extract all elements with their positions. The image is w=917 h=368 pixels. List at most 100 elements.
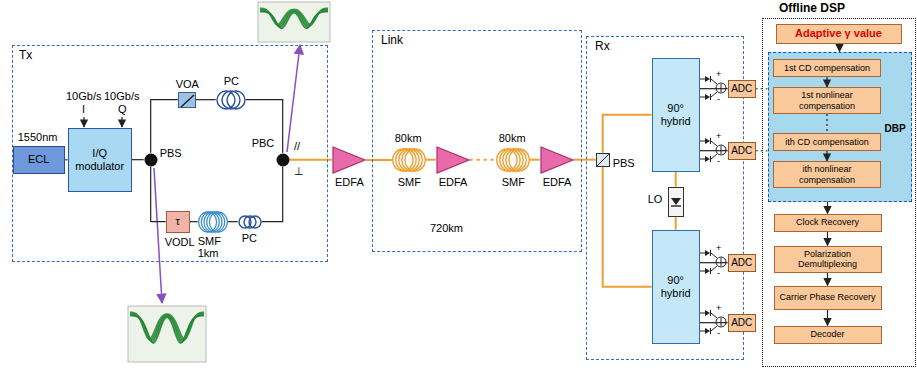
- text-holder: ECL: [14, 147, 64, 173]
- coilo-symbol: [496, 148, 530, 172]
- connector: [700, 150, 728, 151]
- coupler-dot: [144, 153, 157, 166]
- part-label: Link: [381, 34, 403, 48]
- fiber-coil: SMF 1km: [198, 211, 228, 233]
- connector: [839, 44, 840, 52]
- connector: [530, 159, 540, 161]
- laser-diode: [671, 198, 681, 205]
- sum-symbol: [716, 83, 726, 93]
- connector: [700, 322, 728, 323]
- eye-diagram: [258, 2, 330, 42]
- detector-wire: [711, 266, 717, 271]
- connector: [700, 88, 728, 89]
- fiber-winding: [405, 149, 425, 171]
- signal-label: -: [717, 328, 720, 338]
- coil-loop: [249, 216, 261, 228]
- splitter-cube: PBS: [596, 153, 610, 167]
- adc-box: ADC: [728, 314, 756, 332]
- balanced-detector: [700, 76, 726, 100]
- pc-symbol: [216, 90, 246, 110]
- part-label: VOA: [176, 78, 199, 91]
- part-label: Offline DSP: [779, 2, 845, 16]
- connector: [196, 99, 216, 100]
- node-label: τ: [173, 215, 183, 228]
- part-label: 80km: [395, 132, 422, 145]
- part-label: PC: [242, 232, 257, 245]
- adc-box: ADC: [728, 254, 756, 272]
- text-holder: [332, 146, 366, 174]
- node-label: ith nonlinear compensation: [774, 164, 880, 185]
- coil-loop: [227, 91, 245, 109]
- part-label: SMF 1km: [198, 235, 230, 260]
- text-holder: 1st nonlinear compensation: [774, 88, 880, 113]
- detector-wire: [711, 253, 717, 258]
- signal-arrow: [121, 117, 122, 127]
- sum-cross: [721, 84, 722, 92]
- diode-symbol: [668, 187, 684, 217]
- part-label: 80km: [499, 132, 526, 145]
- text-holder: Polarization Demultiplexing: [775, 247, 881, 272]
- detector-wire: [711, 326, 717, 331]
- text-holder: ADC: [729, 255, 755, 271]
- text-holder: ADC: [729, 81, 755, 97]
- cube-outline: [596, 153, 609, 166]
- node-label: ADC: [728, 257, 755, 269]
- photodiode-symbol: [705, 268, 710, 274]
- signal-label: +: [716, 131, 721, 141]
- text-holder: I/Q modulator: [69, 129, 131, 191]
- text-holder: τ: [167, 212, 189, 232]
- text-holder: [238, 215, 262, 229]
- detector-wire: [700, 159, 705, 160]
- connector: [675, 172, 677, 187]
- eye-trace: [130, 316, 204, 344]
- dot-symbol: [276, 153, 290, 167]
- tri-symbol: [436, 146, 470, 174]
- cube-symbol: [596, 153, 610, 167]
- signal-label: -: [717, 268, 720, 278]
- connector: [827, 273, 828, 286]
- text-holder: 90° hybrid: [653, 59, 699, 171]
- connector: [826, 114, 827, 133]
- part-label: Rx: [595, 40, 610, 54]
- photodiode-symbol: [705, 250, 710, 256]
- detector-wire: [711, 79, 717, 84]
- hybrid-box: 90° hybrid: [652, 230, 700, 344]
- coil-loop: [217, 91, 235, 109]
- part-label: PBS: [613, 157, 635, 170]
- part-label: DBP: [885, 123, 906, 135]
- connector: [700, 262, 728, 263]
- tri-symbol: [332, 146, 366, 174]
- connector: [151, 100, 178, 153]
- fiber-span-coil: 80kmSMF: [392, 148, 426, 172]
- detector-wire: [700, 97, 705, 98]
- signal-label: Q: [118, 103, 127, 116]
- dbp-fill: [768, 52, 912, 202]
- delay-line-box: τVODL: [166, 211, 190, 233]
- text-holder: [144, 153, 158, 167]
- text-holder: ith CD compensation: [774, 134, 880, 150]
- dot-symbol: [144, 153, 158, 167]
- amplifier-triangle: EDFA: [436, 146, 470, 174]
- pc-symbol: [238, 215, 262, 229]
- pol-controller: PC: [238, 215, 262, 229]
- fiber-winding: [209, 212, 227, 232]
- part-label: LO: [648, 193, 663, 206]
- eye-trace: [260, 12, 328, 29]
- photodiode-bar: [710, 138, 711, 144]
- text-holder: [392, 148, 426, 172]
- connector: [826, 151, 827, 161]
- coilo-symbol: [392, 148, 426, 172]
- eye-trace: [130, 315, 204, 342]
- connector: [603, 115, 652, 153]
- attenuator-box: VOA: [178, 92, 196, 108]
- detector-wire: [711, 92, 717, 97]
- coil-loop: [222, 91, 240, 109]
- text-holder: Clock Recovery: [775, 215, 881, 231]
- connector: [132, 159, 144, 160]
- attenuator-arrow: [181, 95, 194, 107]
- connector: [827, 232, 828, 246]
- text-holder: ADC: [729, 143, 755, 159]
- signal-label: 10Gb/s: [104, 90, 139, 103]
- detector-wire: [711, 154, 717, 159]
